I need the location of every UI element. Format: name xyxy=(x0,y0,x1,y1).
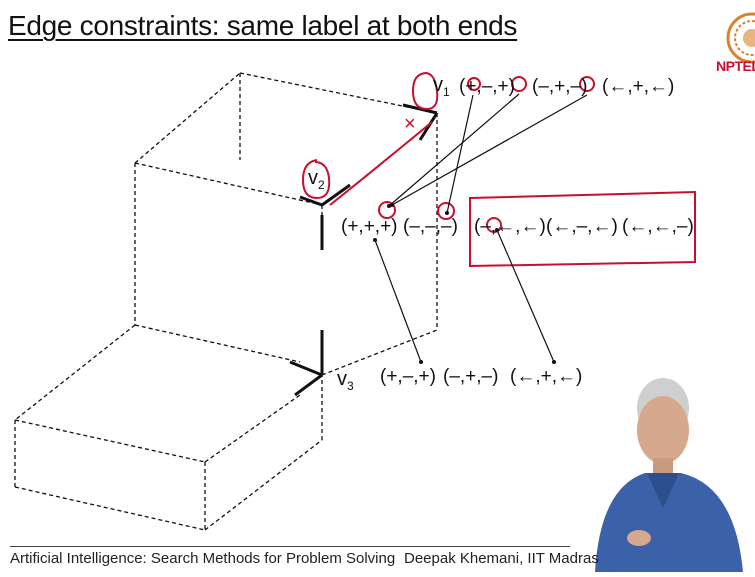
v1-tuple-2: (–,+,–) xyxy=(532,76,588,97)
v3-tuple-2: (–,+,–) xyxy=(443,366,499,387)
v2-tuple-5: (←,←,–) xyxy=(622,216,694,237)
v3-tuple-3: (←,+,←) xyxy=(510,366,583,387)
annotation-cross: × xyxy=(404,113,416,135)
footer-course-title: Artificial Intelligence: Search Methods … xyxy=(10,550,396,567)
slide-title: Edge constraints: same label at both end… xyxy=(8,10,518,41)
v3-tuple-1: (+,–,+) xyxy=(380,366,436,387)
footer-instructor: Deepak Khemani, IIT Madras xyxy=(404,550,599,567)
footer-rule xyxy=(10,546,570,547)
vertex-label-v1: v1 xyxy=(433,74,450,99)
v2-tuple-4: (←,–,←) xyxy=(546,216,618,237)
v2-tuple-1: (+,+,+) xyxy=(341,216,398,237)
vertex-label-v3: v3 xyxy=(337,368,354,393)
v2-tuple-3: (–,←,←) xyxy=(474,216,546,237)
v2-tuple-2: (–,–,–) xyxy=(403,216,458,237)
presenter-video xyxy=(575,368,755,572)
nptel-logo: NPTEL xyxy=(716,8,755,78)
vertex-label-v2: v2 xyxy=(308,167,325,192)
logo-text: NPTEL xyxy=(716,58,755,74)
v1-tuple-1: (+,–,+) xyxy=(459,76,515,97)
v1-tuple-3: (←,+,←) xyxy=(602,76,675,97)
